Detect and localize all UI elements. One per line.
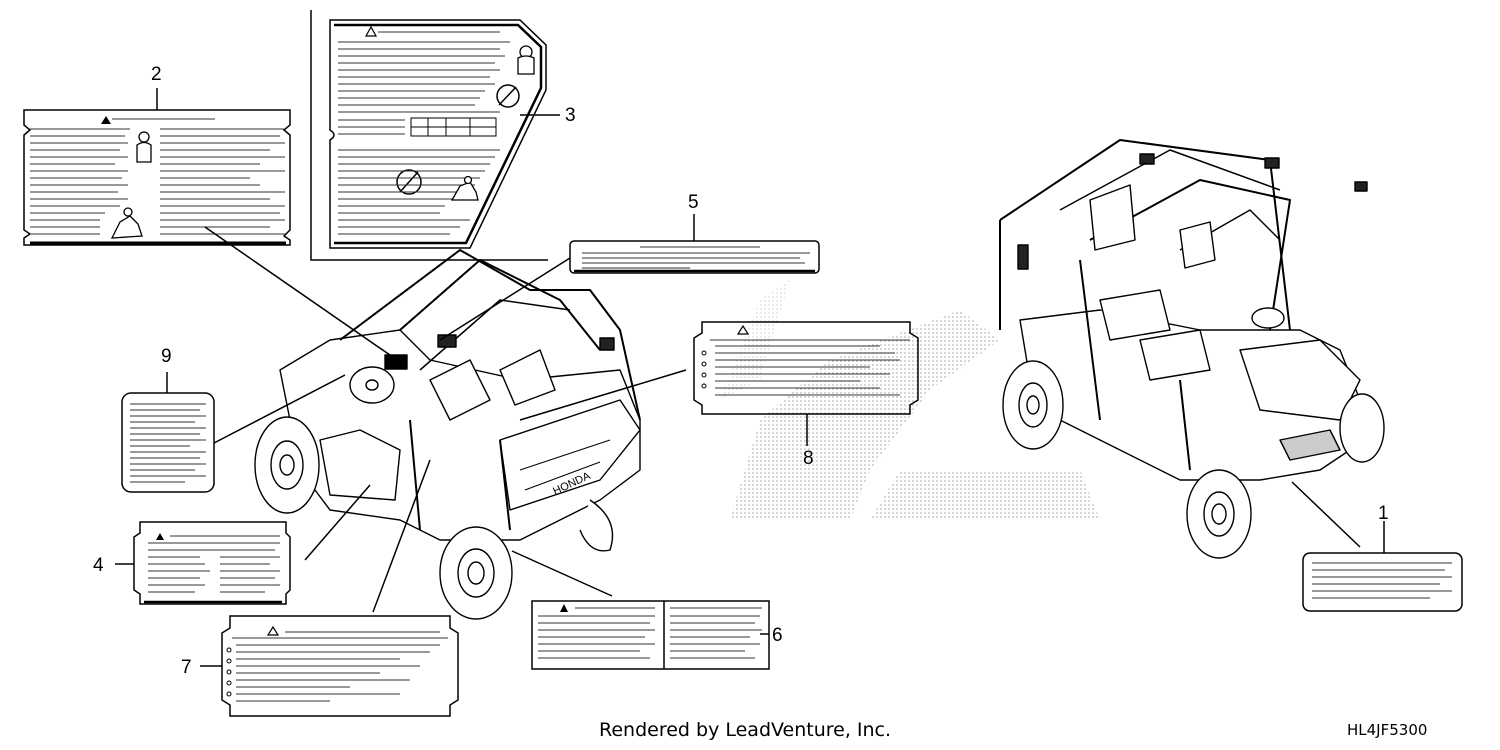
label-3-frame [310, 10, 548, 261]
label-5[interactable] [569, 240, 820, 274]
callout-7: 7 [181, 657, 192, 678]
helmet-icon [136, 131, 152, 163]
callout-6: 6 [772, 625, 783, 646]
label-9[interactable] [121, 392, 215, 493]
warning-triangle-icon [101, 116, 111, 124]
label-8[interactable] [693, 321, 919, 415]
callout-1: 1 [1378, 503, 1389, 524]
label-4[interactable] [133, 521, 291, 605]
warning-triangle-icon [266, 625, 280, 636]
passenger-icon [450, 175, 479, 201]
no-alcohol-icon [496, 84, 520, 108]
warning-triangle-icon [736, 324, 750, 335]
diagram-code: HL4JF5300 [1347, 721, 1428, 739]
label-3[interactable] [329, 19, 547, 249]
passenger-icon [110, 207, 143, 239]
callout-4: 4 [93, 555, 104, 576]
leader-lines [115, 88, 1385, 667]
label-2[interactable] [23, 109, 291, 246]
callout-2: 2 [151, 64, 162, 85]
callout-3: 3 [565, 105, 576, 126]
label-6[interactable] [531, 600, 770, 670]
helmet-icon [517, 45, 535, 75]
callout-9: 9 [161, 346, 172, 367]
no-alcohol-icon [396, 169, 422, 195]
vehicle-4-seat [999, 139, 1385, 559]
callout-5: 5 [688, 192, 699, 213]
warning-triangle-icon [364, 25, 378, 37]
label-7[interactable] [221, 615, 459, 717]
vehicle-2-seat: HONDA [254, 249, 641, 620]
warning-triangle-icon [560, 604, 568, 612]
label-1[interactable] [1302, 552, 1463, 612]
warning-triangle-icon [156, 533, 164, 540]
render-credit: Rendered by LeadVenture, Inc. [599, 719, 892, 741]
honda-watermark [720, 280, 1100, 520]
callout-8: 8 [803, 448, 814, 469]
